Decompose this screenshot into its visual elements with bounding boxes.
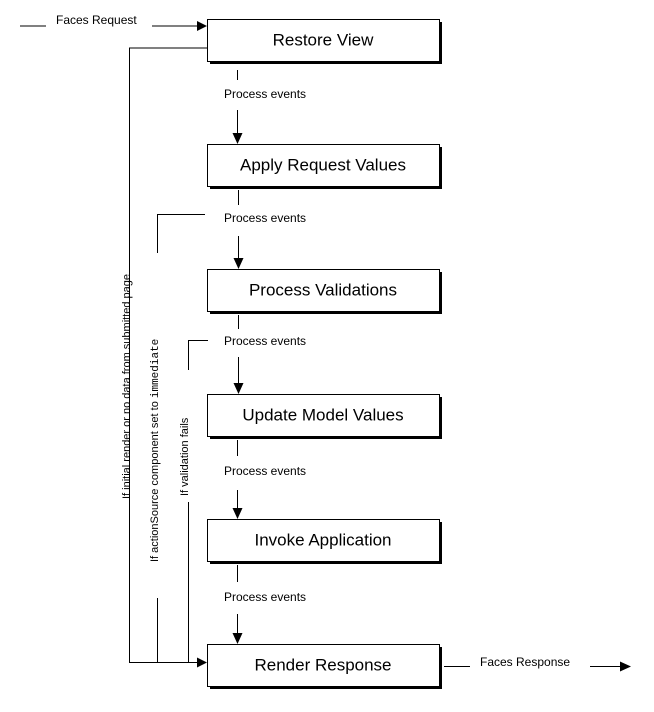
bypass-arrowhead [197, 657, 207, 668]
faces-request-arrowhead [197, 21, 207, 31]
phase-label: Restore View [273, 30, 375, 49]
connector-arrowhead [232, 508, 243, 519]
bypass-initial-render-path [129, 47, 207, 663]
process-events-label: Process events [224, 590, 306, 604]
connector-arrowhead [232, 133, 243, 144]
phase-apply-request-values: Apply Request Values [207, 144, 442, 189]
process-events-label: Process events [224, 87, 306, 101]
connector-arrowhead [233, 258, 244, 269]
faces-response-label: Faces Response [480, 655, 570, 669]
validation-fails-label: If validation fails [179, 417, 191, 496]
phase-process-validations: Process Validations [207, 269, 442, 314]
process-events-label: Process events [224, 211, 306, 225]
process-events-label: Process events [224, 464, 306, 478]
phase-label: Invoke Application [254, 530, 391, 549]
immediate-label-code: immediate [150, 339, 162, 398]
phase-label: Render Response [254, 655, 391, 674]
phase-update-model-values: Update Model Values [207, 394, 442, 439]
connector-arrowhead [233, 383, 244, 394]
immediate-label: If actionSource component set to immedia… [149, 339, 162, 562]
connector-arrowhead [232, 633, 243, 644]
faces-response-arrowhead [620, 661, 631, 672]
phase-invoke-application: Invoke Application [207, 519, 442, 564]
bypass-immediate-top [157, 214, 205, 253]
process-events-label: Process events [224, 334, 306, 348]
phase-render-response: Render Response [207, 644, 442, 689]
initial-render-label: If initial render or no data from submit… [121, 274, 133, 499]
phase-label: Update Model Values [242, 405, 403, 424]
phase-label: Apply Request Values [240, 155, 406, 174]
faces-request-label: Faces Request [56, 13, 137, 27]
phase-label: Process Validations [249, 280, 397, 299]
immediate-label-prefix: If actionSource component set to [149, 398, 161, 562]
phase-restore-view: Restore View [207, 19, 442, 64]
bypass-validation-top [188, 340, 208, 370]
